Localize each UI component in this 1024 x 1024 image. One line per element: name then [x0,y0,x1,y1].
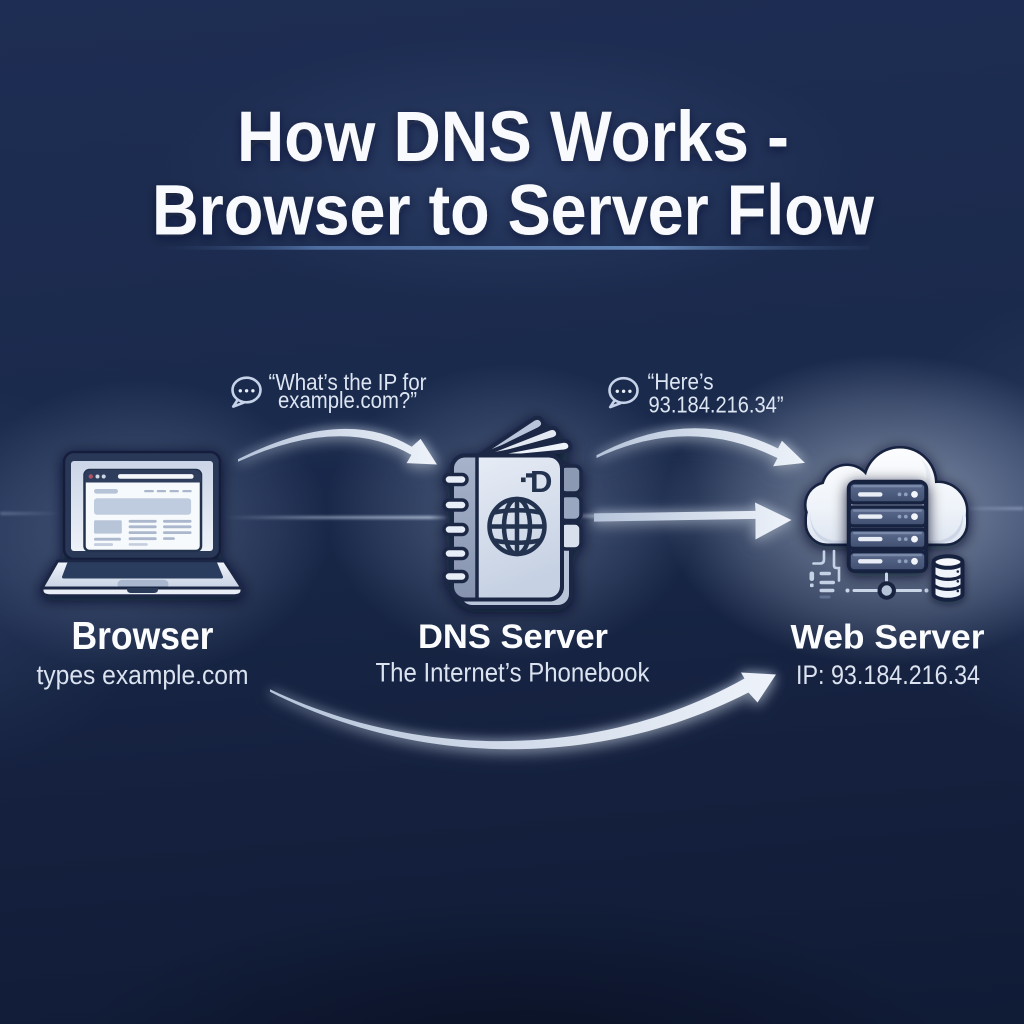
svg-text:D: D [530,464,552,499]
svg-text:The Internet’s Phonebook: The Internet’s Phonebook [376,658,650,688]
svg-text:Browser to Server Flow: Browser to Server Flow [152,172,875,251]
svg-text:Web Server: Web Server [791,619,985,657]
svg-text:types example.com: types example.com [37,660,249,690]
svg-text:DNS Server: DNS Server [418,618,608,656]
svg-text:93.184.216.34”: 93.184.216.34” [649,392,784,418]
svg-text:How DNS Works -: How DNS Works - [237,98,789,177]
svg-text:Browser: Browser [72,615,214,658]
svg-text:“What’s the IP for: “What’s the IP for [269,369,427,395]
svg-text:IP: 93.184.216.34: IP: 93.184.216.34 [796,660,980,690]
svg-text:example.com?”: example.com?” [278,387,417,413]
svg-text:“Here’s: “Here’s [648,369,714,395]
